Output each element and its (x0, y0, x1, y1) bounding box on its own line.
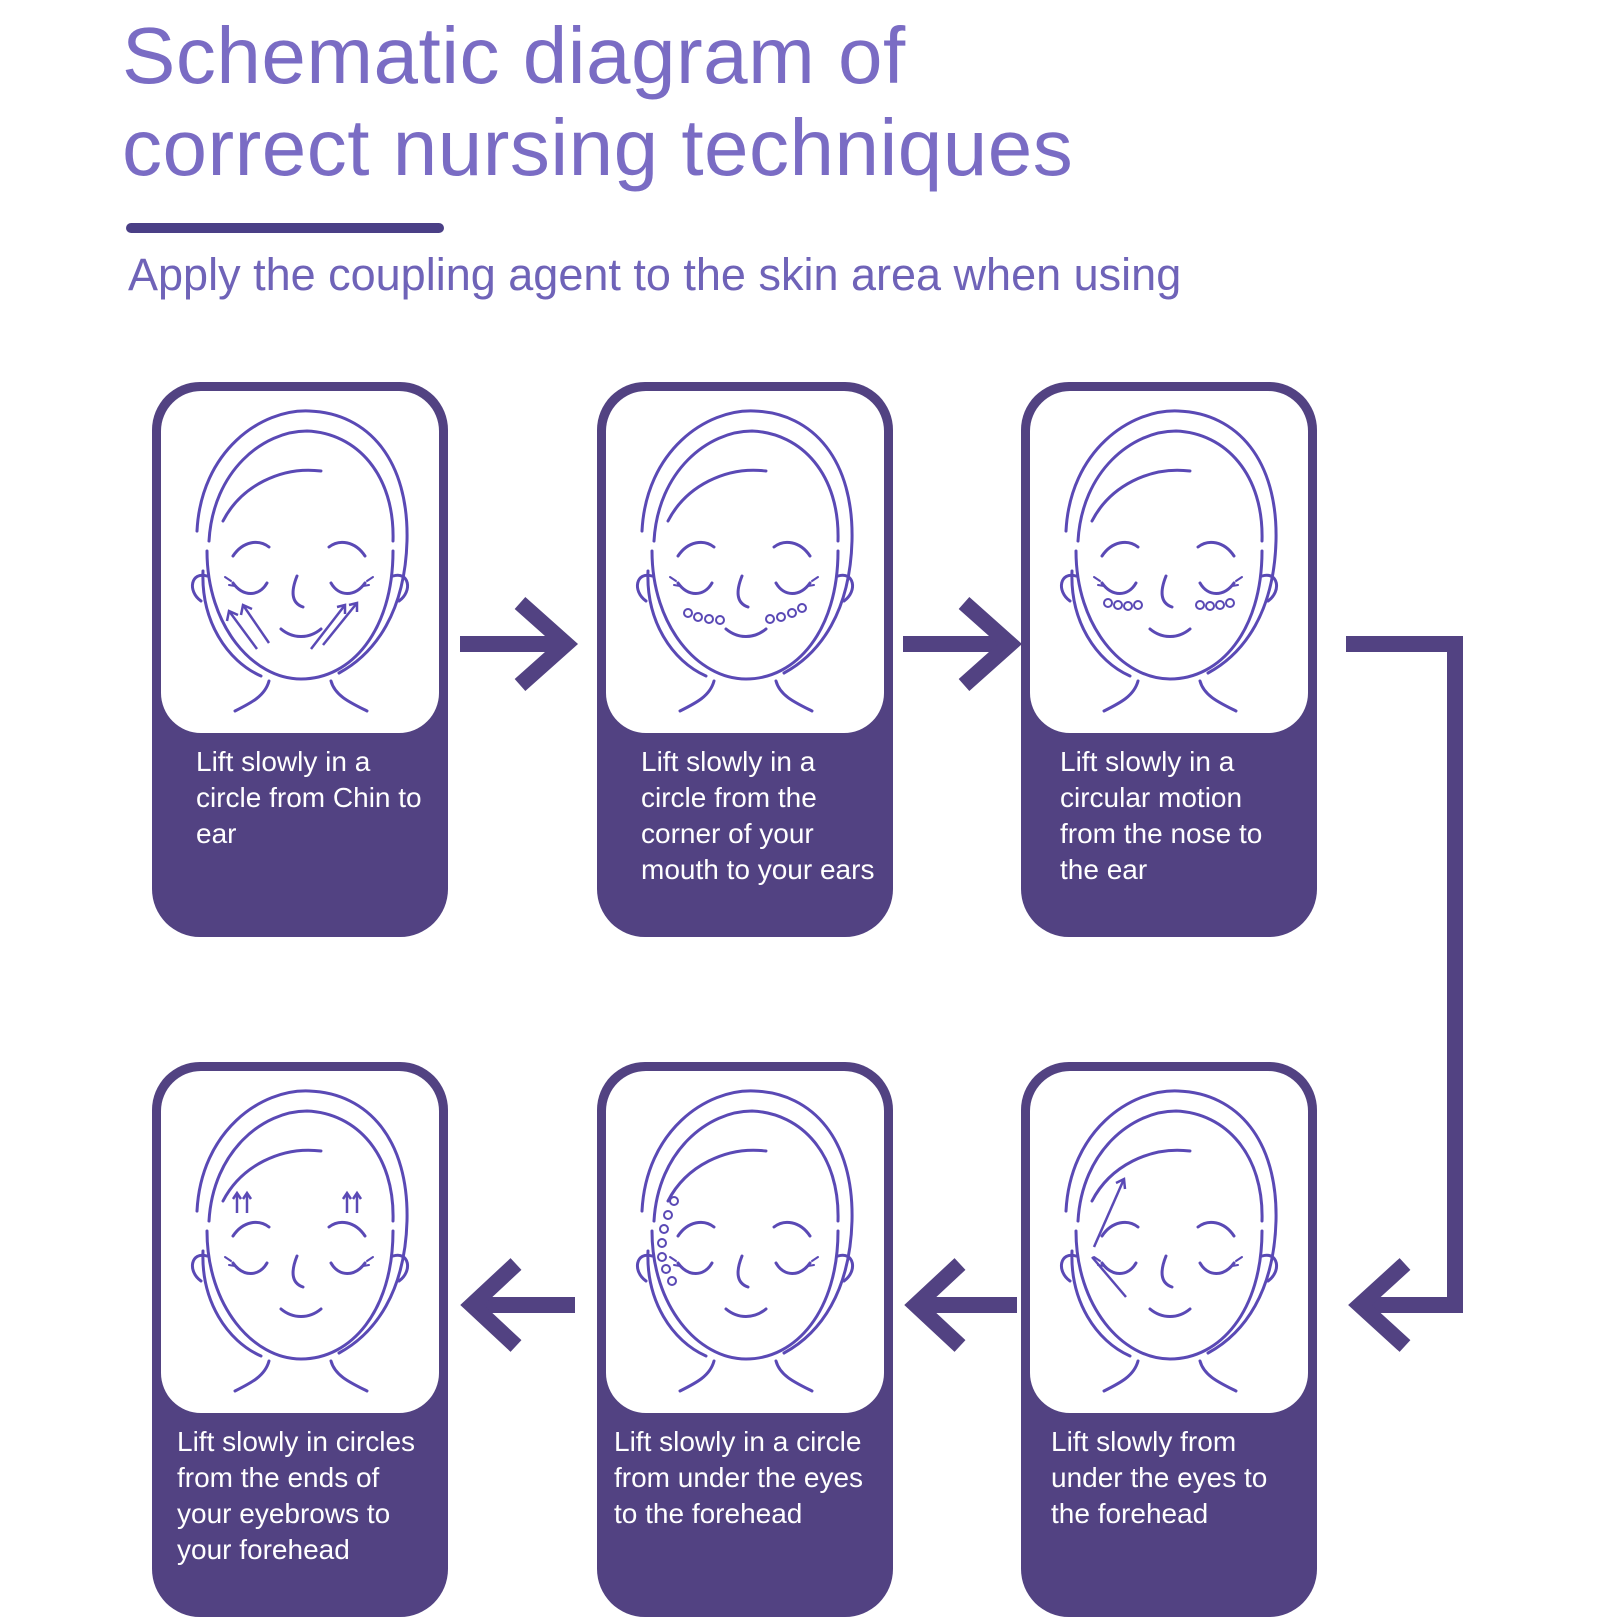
subtitle: Apply the coupling agent to the skin are… (128, 249, 1182, 300)
face-illustration (606, 1071, 884, 1413)
elbow-connector-arrow-icon (1346, 636, 1463, 1352)
face-illustration (161, 1071, 439, 1413)
face-illustration (1030, 1071, 1308, 1413)
face-illustration (606, 391, 884, 733)
step-card-3: Lift slowly in a circular motion from th… (1021, 382, 1317, 937)
title-line-1: Schematic diagram of (122, 11, 906, 100)
face-icon (191, 1089, 409, 1393)
arrow-right-icon (460, 597, 579, 691)
face-icon (1060, 409, 1278, 713)
face-icon (636, 409, 854, 713)
step-caption: Lift slowly in a circle from Chin to ear (196, 746, 422, 849)
step-card-5: Lift slowly in a circle from under the e… (597, 1062, 893, 1617)
step-card-2: Lift slowly in a circle from the corner … (597, 382, 893, 937)
step-card-1: Lift slowly in a circle from Chin to ear (152, 382, 448, 937)
arrow-left-icon (460, 1258, 575, 1352)
step-caption: Lift slowly from under the eyes to the f… (1051, 1426, 1268, 1529)
step-caption: Lift slowly in a circle from the corner … (641, 746, 875, 885)
page-title: Schematic diagram of correct nursing tec… (122, 10, 1222, 194)
face-icon (191, 409, 409, 713)
face-icon (636, 1089, 854, 1393)
title-line-2: correct nursing techniques (122, 103, 1074, 192)
step-caption: Lift slowly in a circular motion from th… (1060, 746, 1263, 885)
title-underline (126, 223, 444, 233)
face-illustration (161, 391, 439, 733)
step-card-6: Lift slowly in circles from the ends of … (152, 1062, 448, 1617)
step-caption: Lift slowly in a circle from under the e… (614, 1426, 864, 1529)
face-icon (1060, 1089, 1278, 1393)
step-card-4: Lift slowly from under the eyes to the f… (1021, 1062, 1317, 1617)
arrow-left-icon (904, 1258, 1017, 1352)
face-illustration (1030, 391, 1308, 733)
arrow-right-icon (903, 597, 1023, 691)
step-caption: Lift slowly in circles from the ends of … (177, 1426, 416, 1565)
